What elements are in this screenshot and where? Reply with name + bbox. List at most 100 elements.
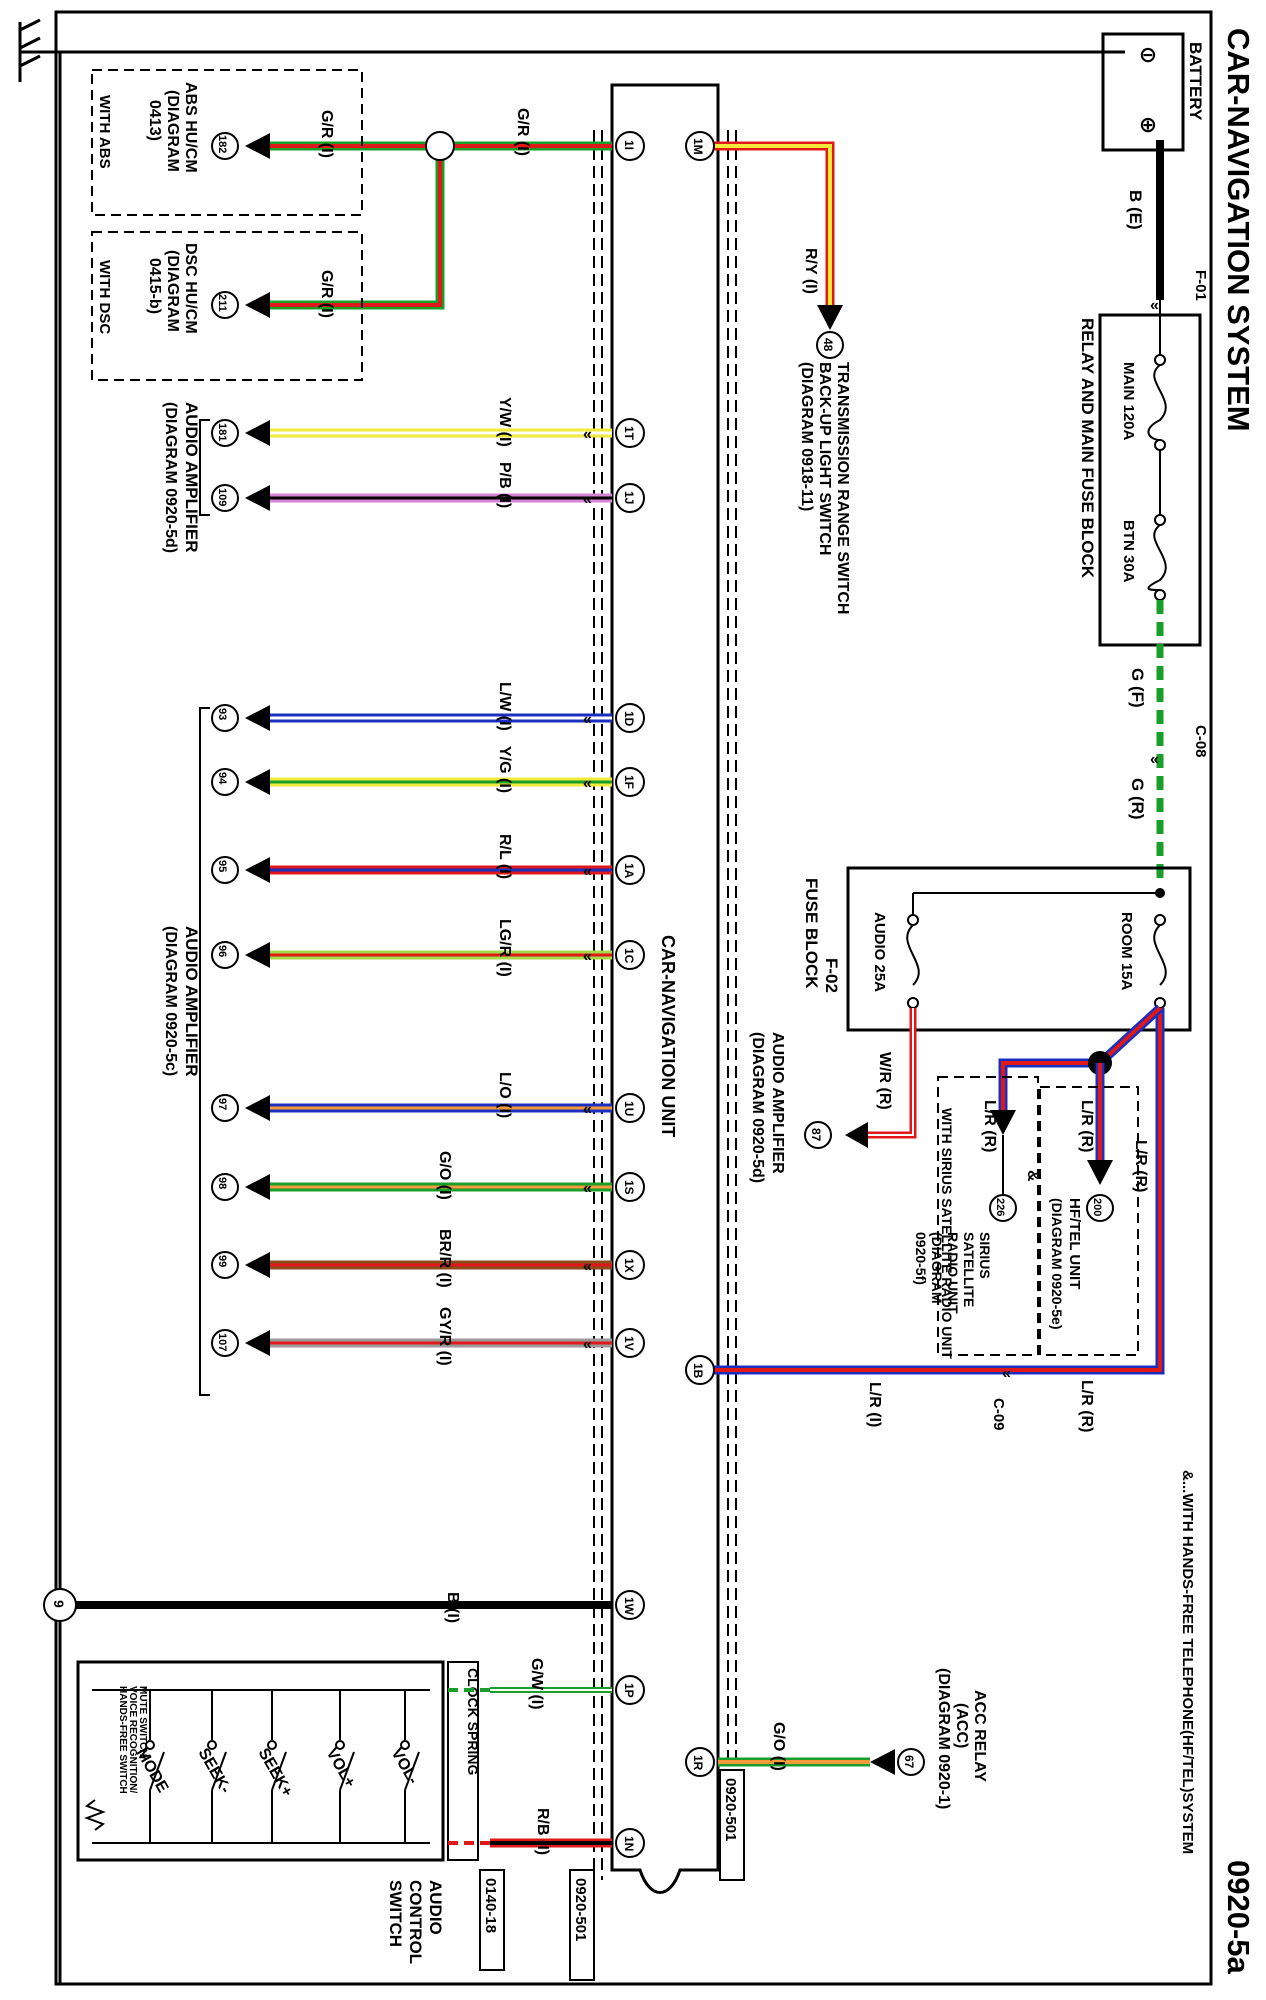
pin-1m-circle [685,131,715,161]
wire-wr-label: W/R (R) [876,1052,893,1110]
switch-seek: SEEK+ [255,1690,296,1843]
chevron-icon: « [583,1180,592,1197]
pin-label: 1D [622,711,636,727]
dsc-line1: DSC HU/CM [182,243,199,334]
fuse-block-f02 [846,866,1192,1032]
trans-arrow-icon [817,305,843,330]
wire-lr-r2-label: L/R (R) [1078,1100,1095,1152]
acc-ref-circle [897,1748,925,1776]
fuse-block-f02-circuit-icon [906,888,1167,1009]
audio-control-switch-box [76,1660,445,1862]
signal-line-1f: 1FY/G (I)94« [211,746,645,797]
connector-arrow-icon [245,1252,270,1278]
hftel-arrow-icon [1087,1160,1113,1185]
mute-line2: VOICE RECOGNITION/ [127,1686,138,1793]
connector-arrow-icon [245,705,270,731]
page-title: CAR-NAVIGATION SYSTEM [1221,28,1256,432]
pin-1i-circle [615,131,645,161]
pin-1n: 1N [622,1836,636,1851]
switch-vol: VOL- [388,1690,421,1843]
connector-arrow-icon [245,485,270,511]
ref-num: 181 [216,423,228,441]
trans-ref-circle [816,331,844,359]
trans-line3: (DIAGRAM 0918-11) [798,362,815,511]
amp-87-arrow-icon [845,1122,868,1148]
wire-g-r-label: G (R) [1128,778,1147,820]
wire-rb-1n-label: R/B (I) [534,1808,551,1855]
abs-ref-circle [211,132,239,160]
audio-switch-line2: CONTROL [406,1880,425,1964]
wire-label: Y/W (I) [496,397,513,447]
pin-1r-circle [685,1747,715,1777]
connector-c08-chevron-icon: « [1150,751,1159,768]
wire-label: P/B (I) [496,462,513,508]
ground-9-circle [43,1588,77,1622]
ref-num: 95 [216,860,228,872]
pin-label: 1J [622,491,636,504]
fuse-block-f02-code: F-02 [822,958,841,993]
wire-lr-r-label: L/R (R) [1132,1140,1149,1192]
dsc-option-box [91,231,363,381]
signal-line-1u: 1UL/O (I)97« [211,1072,645,1123]
ref-circle [211,1173,239,1201]
pin-circle [615,1093,645,1123]
abs-num: 182 [216,135,228,153]
signal-line-1a: 1AR/L (I)95« [211,834,645,885]
pin-circle [615,1172,645,1202]
ref-num: 96 [216,945,228,957]
pin-label: 1X [622,1258,636,1273]
amp-87-num: 87 [809,1128,823,1142]
acc-line2: (ACC) [953,1703,970,1748]
ref-circle [211,768,239,796]
acc-arrow-icon [870,1749,895,1775]
ref-circle [211,856,239,884]
ref-box-3: 0140-18 [482,1878,499,1933]
wire-label: G/O (I) [436,1151,453,1200]
connector-arrow-icon [245,1330,270,1356]
trans-line2: BACK-UP LIGHT SWITCH [816,362,833,555]
connector-arrow-icon [245,942,270,968]
abs-line2: (DIAGRAM [164,90,181,172]
ref-circle [211,941,239,969]
fuse-block-f02-label: FUSE BLOCK [802,878,821,989]
amp-87-ref: (DIAGRAM 0920-5d) [749,1032,766,1183]
option-ampersand: & [1024,1170,1041,1182]
amp-c-bracket [199,707,210,1396]
pin-label: 1V [622,1336,636,1351]
sirius-option-box [937,1076,1039,1356]
chevron-icon: « [583,948,592,965]
legend-note: &...WITH HANDS-FREE TELEPHONE(HF/TEL)SYS… [1179,1470,1196,1854]
pin-label: 1U [622,1101,636,1116]
signal-line-1t: 1TY/W (I)181« [211,397,645,448]
pin-circle [615,855,645,885]
amp-c-ref: (DIAGRAM 0920-5c) [162,926,179,1076]
ref-circle [211,1094,239,1122]
wire-lr-i-label: L/R (I) [866,1382,883,1427]
splice-gr [425,131,455,161]
amp-d-bracket [199,419,210,516]
pin-1b-circle [685,1355,715,1385]
ref-num: 94 [216,772,228,785]
hftel-num: 200 [1091,1198,1103,1216]
chevron-icon: « [583,775,592,792]
wire-g-f-label: G (F) [1128,668,1147,708]
pin-1p-circle [615,1675,645,1705]
resistor-icon [84,1799,106,1831]
chevron-icon: « [583,1336,592,1353]
amp-d-ref: (DIAGRAM 0920-5d) [162,402,179,553]
fuse-room-15a-label: ROOM 15A [1118,912,1135,991]
connector-arrow-icon [245,1095,270,1121]
fuse-main-120a-icon [1147,300,1167,601]
ref-circle [211,704,239,732]
dsc-arrow-icon [245,292,270,318]
ref-box-3-frame [479,1869,505,1971]
fuse-btn-30a-label: BTN 30A [1120,520,1137,583]
connector-f01-label: F-01 [1192,270,1209,301]
signal-line-1s: 1SG/O (I)98« [211,1151,645,1202]
wire-label: Y/G (I) [496,746,513,793]
amp-c-label: AUDIO AMPLIFIER [182,926,201,1076]
